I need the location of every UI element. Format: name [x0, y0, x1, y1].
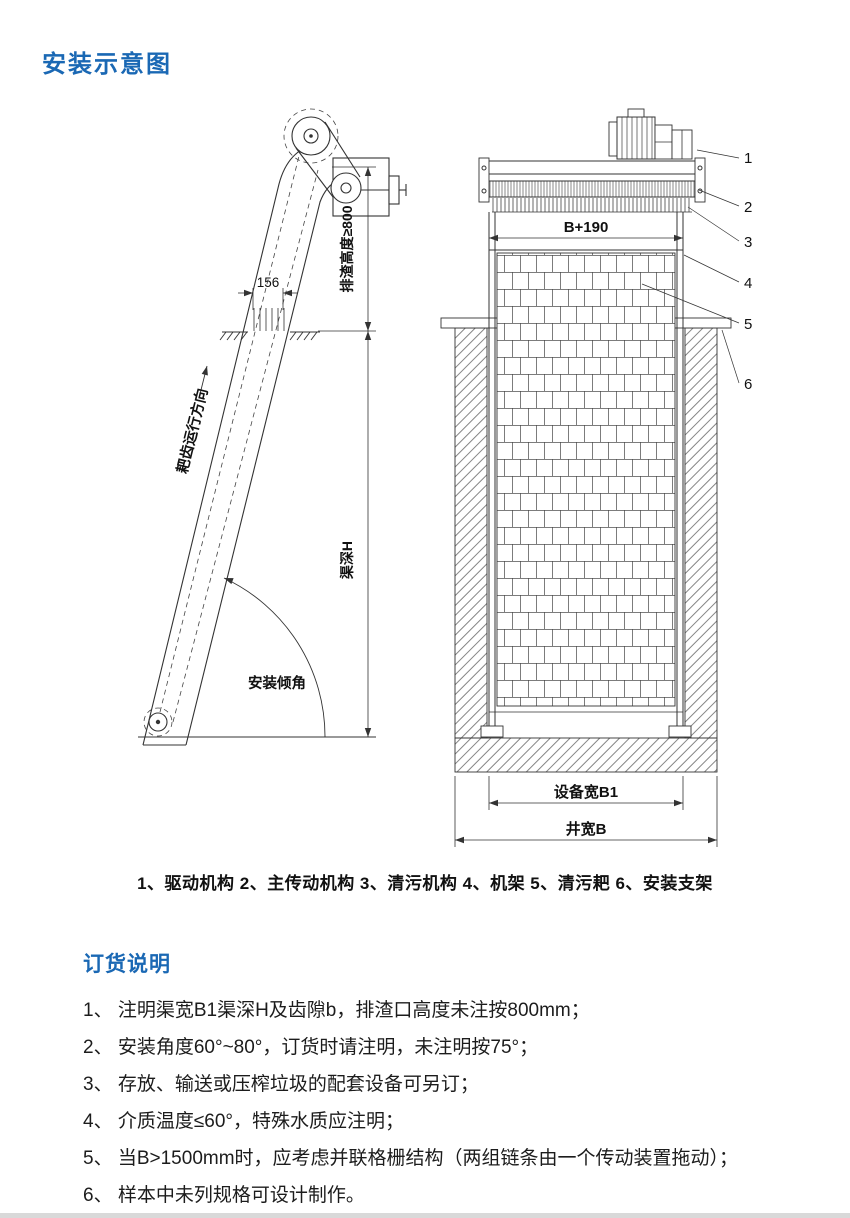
legend-caption: 1、驱动机构 2、主传动机构 3、清污机构 4、机架 5、清污耙 6、安装支架	[137, 874, 713, 893]
ordering-section: 订货说明 1、 注明渠宽B1渠深H及齿隙b，排渣口高度未注按800mm； 2、 …	[83, 948, 810, 1214]
callout-5: 5	[744, 316, 752, 333]
ordering-title: 订货说明	[83, 953, 171, 976]
installation-diagram: 156 排渣高度≥800 渠深H 耙齿运行方向 安装倾角	[138, 108, 752, 847]
side-view-dimensions	[238, 166, 376, 737]
label-channel-depth: 渠深H	[339, 541, 355, 580]
callout-2: 2	[744, 199, 752, 216]
ordering-item: 4、 介质温度≤60°，特殊水质应注明；	[83, 1111, 405, 1132]
ordering-item: 5、 当B>1500mm时，应考虑并联格栅结构（两组链条由一个传动装置拖动）；	[83, 1148, 739, 1169]
label-discharge-height: 排渣高度≥800	[339, 205, 355, 292]
callout-3: 3	[744, 234, 752, 251]
label-rake-direction: 耙齿运行方向	[173, 386, 212, 475]
ordering-item: 3、 存放、输送或压榨垃圾的配套设备可另订；	[83, 1074, 479, 1095]
dim-label-equipment-width: 设备宽B1	[554, 783, 618, 801]
dim-label-156: 156	[257, 275, 280, 290]
page-title: 安装示意图	[42, 51, 172, 78]
ordering-list: 1、 注明渠宽B1渠深H及齿隙b，排渣口高度未注按800mm； 2、 安装角度6…	[83, 992, 810, 1214]
ordering-item: 6、 样本中未列规格可设计制作。	[83, 1185, 365, 1206]
callout-4: 4	[744, 275, 752, 292]
dim-label-well-width: 井宽B	[566, 820, 607, 838]
dim-label-b190: B+190	[564, 219, 609, 236]
ordering-item: 1、 注明渠宽B1渠深H及齿隙b，排渣口高度未注按800mm；	[83, 1000, 590, 1021]
callout-leaders	[641, 149, 740, 384]
front-view-dimensions	[454, 214, 718, 847]
side-view-labels: 156 排渣高度≥800 渠深H 耙齿运行方向 安装倾角	[173, 205, 355, 692]
callout-6: 6	[744, 376, 752, 393]
page-bottom-edge	[0, 1213, 850, 1218]
ordering-item: 2、 安装角度60°~80°，订货时请注明，未注明按75°；	[83, 1037, 539, 1058]
label-install-angle: 安装倾角	[248, 674, 306, 692]
callout-1: 1	[744, 150, 752, 167]
side-view-drawing	[138, 108, 407, 746]
front-view-labels: B+190 设备宽B1 井宽B	[554, 219, 618, 838]
front-view-drawing	[440, 108, 732, 773]
callout-numbers: 1 2 3 4 5 6	[744, 150, 752, 393]
